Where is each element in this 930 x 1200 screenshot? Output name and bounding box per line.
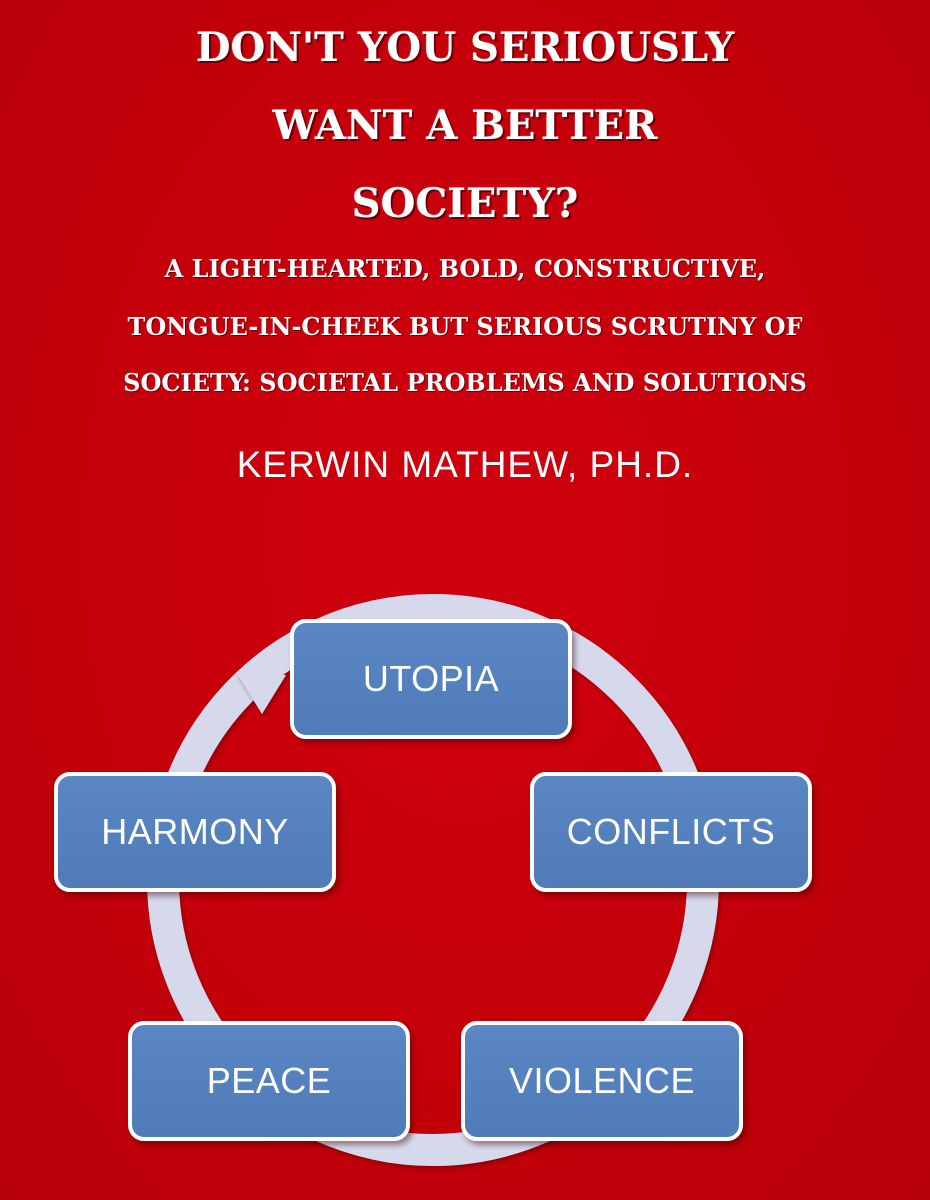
cycle-arrow-head-icon — [236, 672, 286, 714]
cycle-node-label: UTOPIA — [362, 658, 500, 699]
subtitle-line-1: A LIGHT-HEARTED, BOLD, CONSTRUCTIVE, — [164, 254, 766, 283]
cycle-node-peace: PEACE — [128, 1021, 410, 1141]
title-line-3: SOCIETY? — [351, 180, 579, 227]
subtitle-line-2: TONGUE-IN-CHEEK BUT SERIOUS SCRUTINY OF — [127, 312, 803, 341]
title-line-2: WANT A BETTER — [272, 102, 658, 149]
cycle-node-harmony: HARMONY — [54, 772, 336, 892]
title-line-1: DON'T YOU SERIOUSLY — [195, 24, 735, 71]
cycle-node-violence: VIOLENCE — [461, 1021, 743, 1141]
author-name: KERWIN MATHEW, PH.D. — [236, 444, 694, 485]
cycle-node-label: VIOLENCE — [508, 1060, 696, 1101]
cycle-node-conflicts: CONFLICTS — [530, 772, 812, 892]
cycle-node-label: PEACE — [206, 1060, 332, 1101]
subtitle-line-3: SOCIETY: SOCIETAL PROBLEMS AND SOLUTIONS — [123, 368, 807, 397]
cycle-node-label: CONFLICTS — [566, 811, 776, 852]
cycle-node-label: HARMONY — [101, 811, 289, 852]
cycle-node-utopia: UTOPIA — [290, 619, 572, 739]
